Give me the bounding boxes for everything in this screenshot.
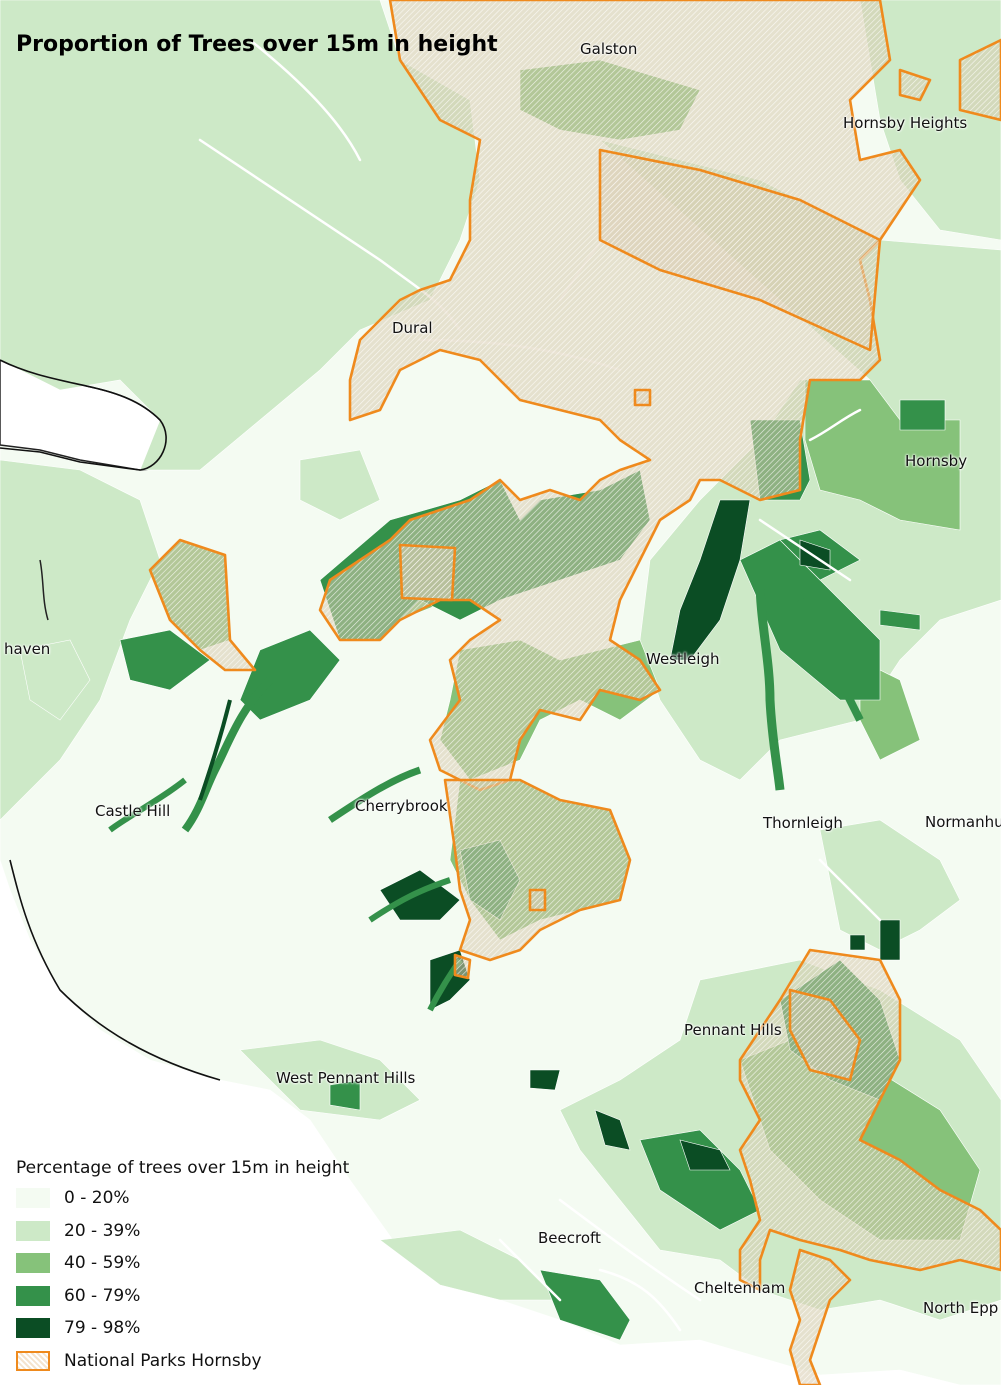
boundary-line-south [9,859,221,1081]
place-label-westleigh: Westleigh [646,650,720,668]
place-label-dural: Dural [392,319,433,337]
legend-item-national-parks: National Parks Hornsby [16,1345,349,1378]
boundary-line [0,359,167,471]
place-label-pennant-hills: Pennant Hills [684,1021,782,1039]
legend-swatch-0-20 [16,1188,50,1209]
place-label-cherrybrook: Cherrybrook [355,797,448,815]
place-label-north-epping: North Epp [923,1299,999,1317]
place-label-cheltenham: Cheltenham [694,1279,786,1297]
place-label-hornsby-heights: Hornsby Heights [843,114,968,132]
place-label-haven: haven [4,640,51,658]
place-label-beecroft: Beecroft [538,1229,601,1247]
legend-swatch-national-parks [16,1350,50,1371]
legend-swatch-20-39 [16,1220,50,1241]
legend-label-79-98: 79 - 98% [64,1318,141,1339]
legend-label-0-20: 0 - 20% [64,1188,130,1209]
legend-label-national-parks: National Parks Hornsby [64,1350,262,1371]
legend-item-0-20: 0 - 20% [16,1182,349,1215]
place-label-galston: Galston [580,40,638,58]
national-parks [148,0,1001,1385]
legend-label-40-59: 40 - 59% [64,1253,141,1274]
legend-swatch-60-79 [16,1285,50,1306]
place-label-castle-hill: Castle Hill [95,802,171,820]
map-legend: Percentage of trees over 15m in height 0… [16,1158,349,1377]
legend-swatch-40-59 [16,1253,50,1274]
legend-label-60-79: 60 - 79% [64,1285,141,1306]
legend-swatch-79-98 [16,1318,50,1339]
stream-corridors [39,559,864,1012]
place-label-hornsby: Hornsby [905,452,968,470]
legend-item-40-59: 40 - 59% [16,1247,349,1280]
place-label-thornleigh: Thornleigh [763,814,843,832]
legend-item-20-39: 20 - 39% [16,1215,349,1248]
map-title: Proportion of Trees over 15m in height [16,32,498,57]
legend-item-60-79: 60 - 79% [16,1280,349,1313]
legend-title: Percentage of trees over 15m in height [16,1158,350,1178]
place-label-normanhurst: Normanhu [925,813,1001,831]
legend-item-79-98: 79 - 98% [16,1312,349,1345]
place-label-west-pennant-hills: West Pennant Hills [276,1069,416,1087]
legend-label-20-39: 20 - 39% [64,1220,141,1241]
